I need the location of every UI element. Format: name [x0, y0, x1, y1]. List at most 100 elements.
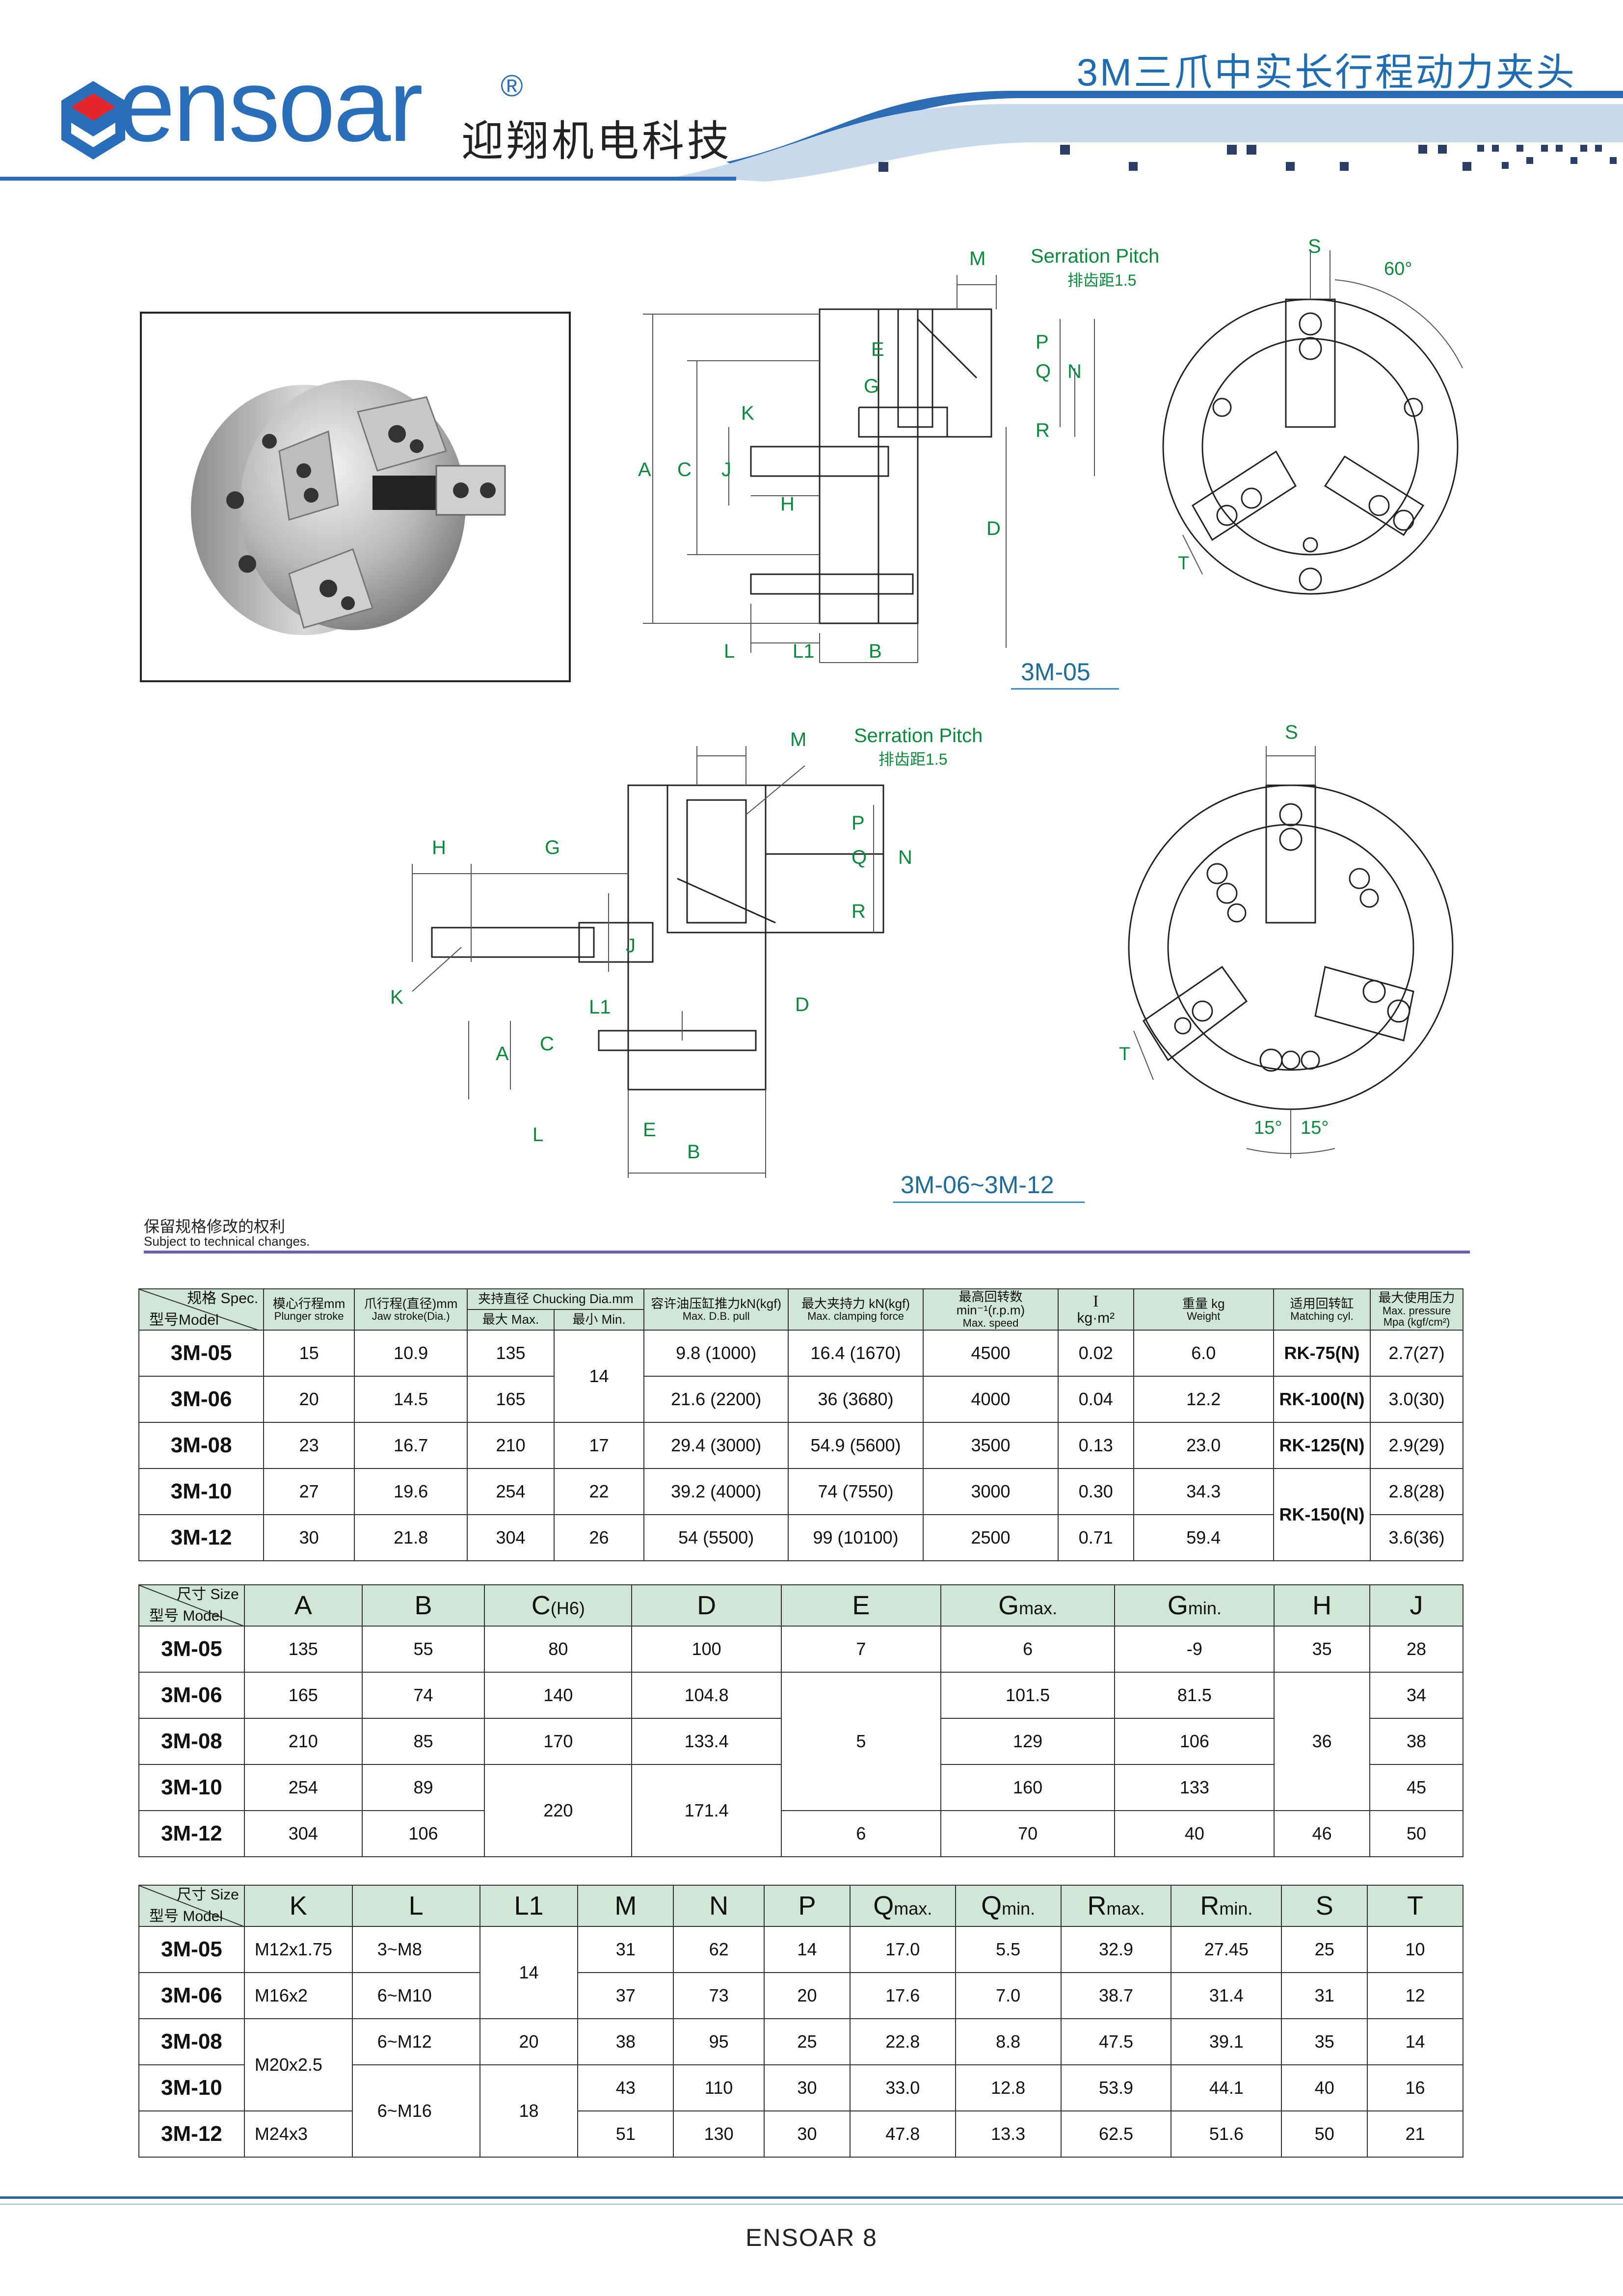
dim-g2: G [545, 837, 560, 858]
serration-pitch-label: Serration Pitch [1031, 245, 1158, 267]
footer-page-label: ENSOAR 8 [745, 2224, 878, 2251]
dim-e2: E [643, 1119, 656, 1141]
col-h: H [1274, 1584, 1371, 1627]
col-a: A [243, 1584, 363, 1627]
logo-icon [61, 81, 125, 160]
dim-m: M [969, 248, 985, 269]
col-n: N [673, 1885, 765, 1927]
dim-corner-1: 尺寸 Size 型号 Model [138, 1584, 245, 1627]
drawing-3m06-side: H G K J L1 D A C L E B M P Q N R Serrati… [390, 725, 983, 1178]
col-g-max: Gmax. [940, 1584, 1116, 1627]
registered-mark: ® [501, 69, 523, 103]
footer-rule [0, 2196, 1623, 2199]
col-r-min: Rmin. [1171, 1885, 1282, 1927]
drawing-3m05-side: E G K A C J H D L L1 B M P Q N R Serrati… [638, 245, 1158, 663]
col-chucking-max: 最大 Max. [467, 1309, 555, 1331]
col-q-max: Qmax. [849, 1885, 956, 1927]
dim-a2: A [496, 1043, 509, 1065]
dim-q: Q [1036, 361, 1051, 382]
dim-j2: J [626, 935, 636, 957]
dim-p2: P [851, 812, 865, 834]
dim-c2: C [540, 1033, 554, 1055]
dim-t2: T [1119, 1044, 1130, 1065]
col-max-speed: 最高回转数 min⁻¹(r.p.m)Max. speed [923, 1288, 1059, 1331]
col-l1: L1 [479, 1885, 579, 1927]
dim-d: D [986, 518, 1001, 539]
col-g-min: Gmin. [1114, 1584, 1275, 1627]
caption-3m05: 3M-05 [1021, 658, 1091, 686]
chuck-illustration [191, 380, 506, 635]
dim-q2: Q [851, 847, 867, 868]
dim-d2: D [795, 994, 809, 1015]
caption-3m06-12-underline [893, 1201, 1085, 1203]
dimension-table-k-t: 尺寸 Size 型号 Model K L L1 M N P Qmax. Qmin… [138, 1885, 1463, 2158]
col-k: K [243, 1885, 353, 1927]
note-en: Subject to technical changes. [144, 1234, 310, 1249]
dim-l2: L [532, 1124, 543, 1146]
dim-r2: R [851, 901, 866, 922]
dimension-table-a-j: 尺寸 Size 型号 Model A B C(H6) D E Gmax. Gmi… [138, 1584, 1463, 1857]
col-chucking-dia: 夹持直径 Chucking Dia.mm [467, 1288, 645, 1310]
col-r-max: Rmax. [1060, 1885, 1172, 1927]
drawing-3m05-front: S 60° T [1162, 236, 1463, 595]
col-max-pull: 容许油压缸推力kN(kgf)Max. D.B. pull [643, 1288, 789, 1331]
col-q-min: Qmin. [955, 1885, 1062, 1927]
serration-pitch-cn-2: 排齿距1.5 [878, 750, 948, 768]
col-c: C(H6) [484, 1584, 633, 1627]
spec-corner: 规格 Spec. 型号Model [138, 1288, 265, 1331]
logo-wordmark: ensoar [118, 48, 423, 163]
col-clamping-force: 最大夹持力 kN(kgf)Max. clamping force [788, 1288, 924, 1331]
col-s: S [1281, 1885, 1368, 1927]
dim-p: P [1036, 331, 1049, 353]
dim-b: B [869, 641, 882, 662]
company-name-cn: 迎翔机电科技 [461, 118, 732, 165]
dim-k2: K [390, 987, 403, 1008]
caption-3m05-underline [1011, 688, 1119, 690]
col-m: M [577, 1885, 674, 1927]
dim-n: N [1067, 361, 1082, 382]
caption-3m06-12: 3M-06~3M-12 [901, 1171, 1054, 1199]
product-photo [140, 312, 571, 682]
dim-r: R [1036, 420, 1050, 441]
col-b: B [361, 1584, 485, 1627]
dim-l: L [724, 641, 735, 662]
dim-b2: B [687, 1141, 700, 1163]
dim-h2: H [432, 837, 446, 858]
dim-corner-2: 尺寸 Size 型号 Model [138, 1885, 245, 1927]
col-p: P [764, 1885, 851, 1927]
dim-k: K [741, 402, 754, 424]
dim-a: A [638, 459, 651, 481]
dim-e: E [871, 339, 884, 360]
col-l: L [351, 1885, 480, 1927]
header-banner [0, 91, 1623, 182]
angle-60: 60° [1384, 259, 1412, 279]
serration-pitch-label-2: Serration Pitch [854, 725, 983, 747]
dim-l1-2: L1 [589, 996, 611, 1018]
dim-n2: N [898, 847, 912, 868]
col-d: D [631, 1584, 782, 1627]
angle-15-left: 15° [1254, 1118, 1282, 1138]
drawing-3m06-front: S 15° 15° T [1119, 721, 1454, 1158]
serration-pitch-cn: 排齿距1.5 [1067, 271, 1137, 289]
page-title: 3M三爪中实长行程动力夹头 [1076, 51, 1576, 94]
col-t: T [1367, 1885, 1463, 1927]
